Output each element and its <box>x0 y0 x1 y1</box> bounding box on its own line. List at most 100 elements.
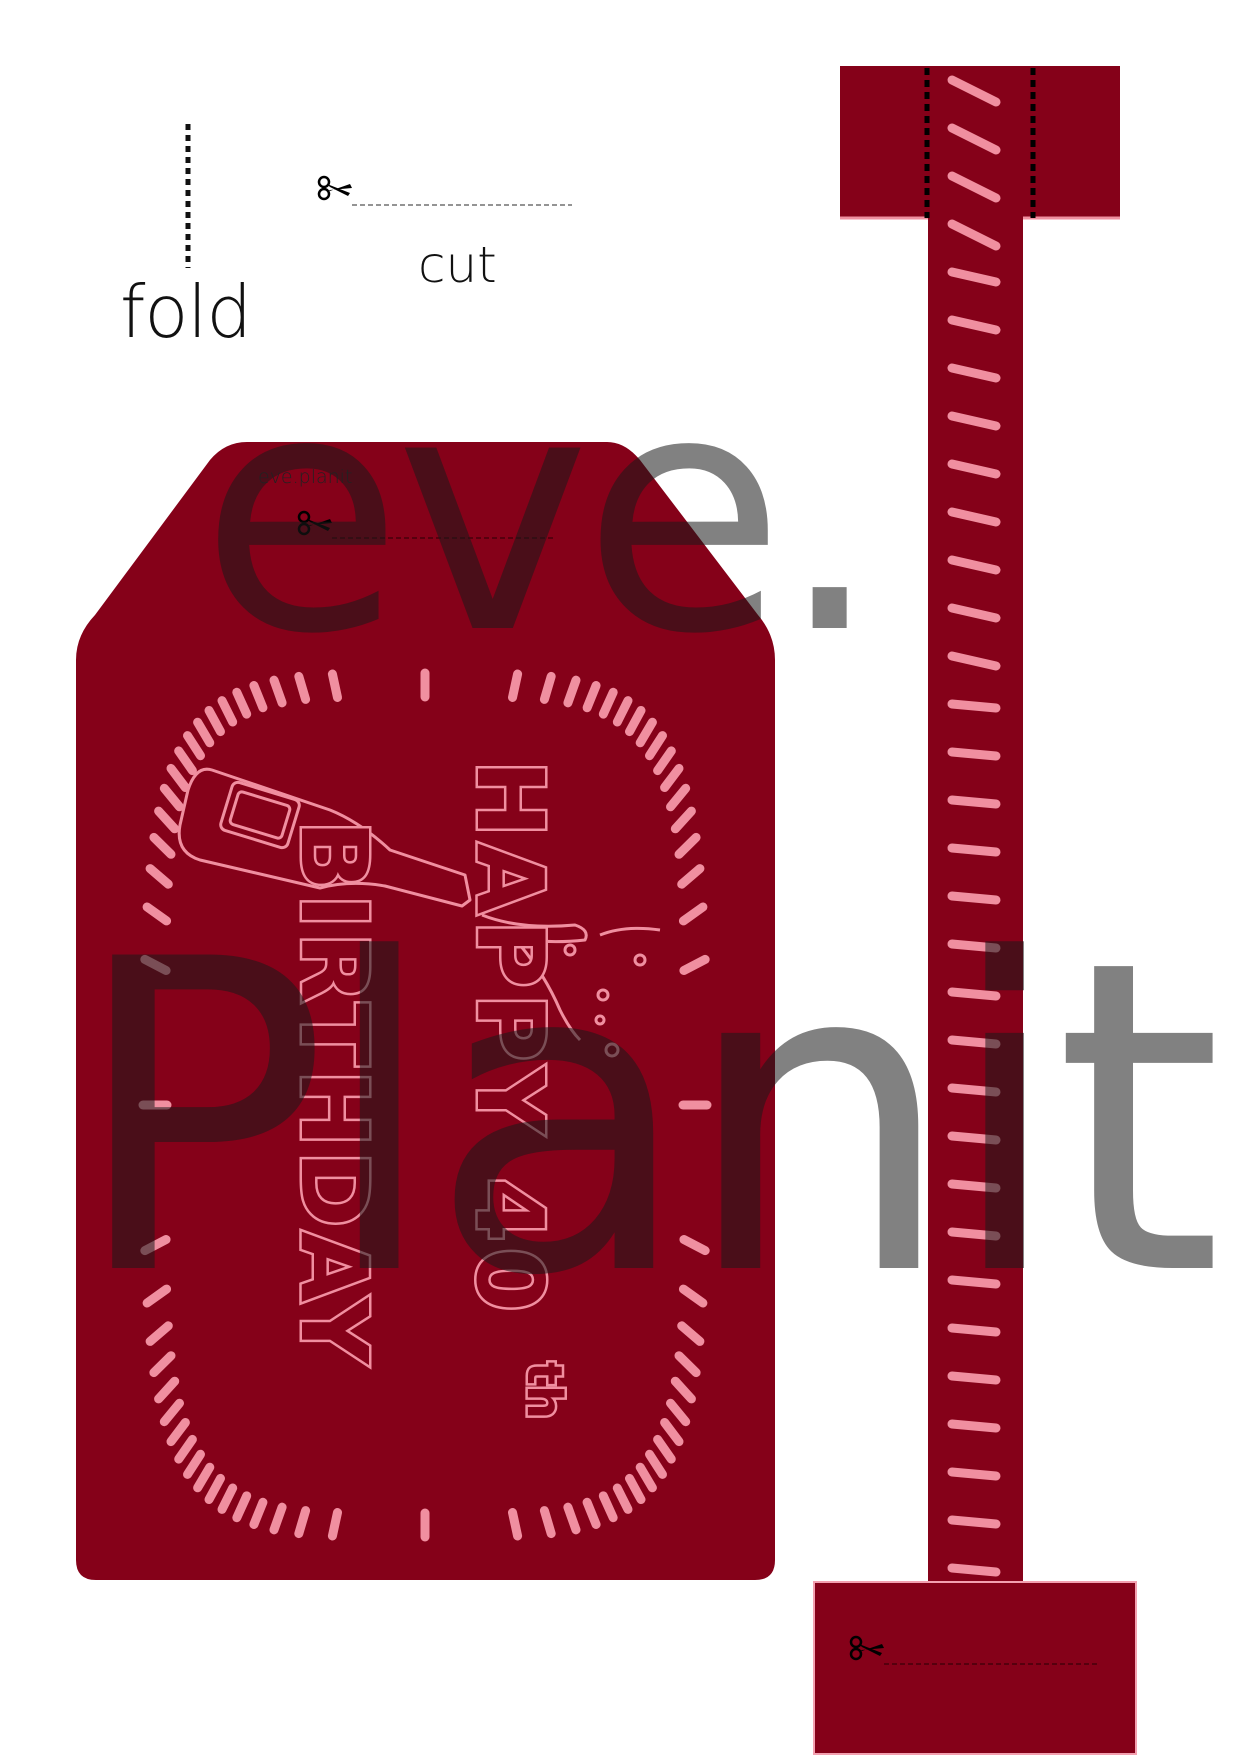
birthday-greeting: HAPPY 40 th BIRTHDAY <box>278 758 575 1422</box>
strap-dash <box>947 651 1001 671</box>
burst-ray <box>539 1506 556 1539</box>
burst-ray <box>183 731 205 761</box>
strap-dash <box>947 267 1001 287</box>
burst-ray <box>670 1376 696 1404</box>
burst-ray <box>677 1321 705 1346</box>
burst-ray <box>625 706 646 737</box>
burst-ray <box>159 783 184 812</box>
strap-dash <box>947 507 1001 527</box>
scissors-icon <box>317 175 354 201</box>
burst-ray <box>294 671 311 704</box>
burst-ray <box>269 675 287 708</box>
burst-ray <box>149 832 176 859</box>
burst-ray <box>166 763 190 792</box>
strap-dash <box>947 459 1001 479</box>
burst-ray <box>660 763 684 792</box>
burst-ray <box>142 902 172 926</box>
strap-dash <box>947 363 1001 383</box>
strap-dash <box>947 1515 1001 1529</box>
burst-ray <box>217 1483 238 1514</box>
burst-ray <box>677 864 705 889</box>
tag-strap <box>813 66 1137 1755</box>
burst-ray <box>249 1497 268 1529</box>
burst-ray <box>174 1434 197 1464</box>
burst-ray <box>232 687 252 719</box>
burst-ray <box>674 1351 701 1378</box>
burst-ray <box>508 669 523 702</box>
strap-dash <box>947 891 1001 905</box>
strap-dash <box>947 987 1001 1001</box>
tag-cut-guide <box>297 510 555 539</box>
strap-dash <box>947 555 1001 575</box>
strap-dash <box>947 795 1001 809</box>
strap-dash <box>947 1035 1001 1049</box>
cut-label: cut <box>418 236 497 294</box>
burst-ray <box>294 1506 311 1539</box>
burst-ray <box>612 696 633 727</box>
strap-dash <box>947 1467 1001 1481</box>
burst-ray <box>145 864 173 889</box>
burst-ray <box>635 717 657 748</box>
burst-ray <box>582 681 601 713</box>
greeting-line-birthday: BIRTHDAY <box>280 820 387 1368</box>
strap-dash <box>947 939 1001 953</box>
burst-ray <box>678 1284 708 1308</box>
strap-bottom-tab <box>813 1581 1137 1755</box>
burst-ray <box>508 1508 523 1541</box>
burst-ray <box>660 1418 684 1447</box>
strap-dash <box>947 603 1001 623</box>
burst-ray <box>204 1473 225 1504</box>
burst-ray <box>140 954 171 975</box>
burst-ray <box>217 696 238 727</box>
burst-ray <box>149 1351 176 1378</box>
watermark-line-2: Planit. <box>70 870 1238 1370</box>
strap-dash <box>947 171 1001 203</box>
champagne-bottle-icon <box>177 767 661 1058</box>
burst-ray <box>582 1497 601 1529</box>
greeting-suffix: th <box>516 1362 572 1419</box>
burst-ray <box>269 1502 287 1535</box>
burst-ray <box>666 1398 691 1427</box>
burst-ray <box>674 832 701 859</box>
strap-dash <box>947 75 1001 107</box>
burst-ray <box>166 1418 190 1447</box>
burst-ray <box>140 1235 171 1256</box>
strap-dash <box>947 747 1001 761</box>
strap-dash <box>947 123 1001 155</box>
strap-dash <box>947 1131 1001 1145</box>
burst-ray <box>645 731 667 761</box>
burst-ray <box>204 706 225 737</box>
burst-ray <box>193 717 215 748</box>
burst-ray <box>635 1462 657 1493</box>
burst-ray <box>653 1434 676 1464</box>
burst-ray <box>563 1502 581 1535</box>
gift-tag <box>76 442 775 1580</box>
burst-ray <box>678 902 708 926</box>
watermark-line-1: eve. <box>200 322 874 706</box>
burst-ray <box>625 1473 646 1504</box>
burst-ray <box>666 783 691 812</box>
burst-ray <box>645 1449 667 1479</box>
strap-dash <box>947 1371 1001 1385</box>
burst-ray <box>154 1376 180 1404</box>
burst-ray <box>598 1491 618 1523</box>
small-watermark: eve.planit <box>258 466 353 488</box>
burst-ray <box>327 669 342 702</box>
burst-rays <box>138 668 712 1542</box>
burst-ray <box>679 1235 710 1256</box>
strap-dash <box>947 1227 1001 1241</box>
burst-ray <box>670 806 696 834</box>
burst-ray <box>142 1284 172 1308</box>
greeting-line-happy: HAPPY 40 <box>456 760 563 1318</box>
strap-dash <box>947 1275 1001 1289</box>
burst-ray <box>154 806 180 834</box>
strap-dash <box>947 411 1001 431</box>
brand-watermark: eve. Planit. <box>70 322 1238 1370</box>
strap-dash <box>947 1323 1001 1337</box>
strap-dash <box>947 315 1001 335</box>
burst-ray <box>193 1462 215 1493</box>
strap-dash <box>947 843 1001 857</box>
burst-ray <box>249 681 268 713</box>
burst-ray <box>145 1321 173 1346</box>
